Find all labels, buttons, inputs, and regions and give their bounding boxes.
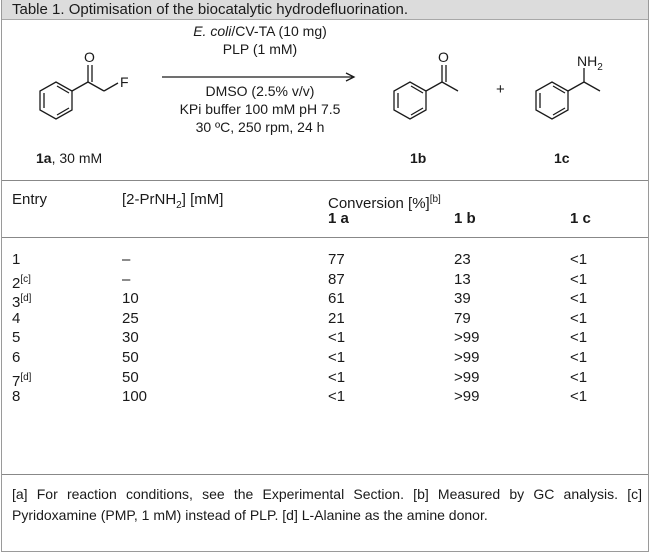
cell-amine: 50 — [122, 368, 139, 386]
cell-conversion-1c: <1 — [570, 270, 588, 288]
cell-conversion-1b: >99 — [454, 368, 480, 386]
cell-conversion-1c: <1 — [570, 349, 588, 366]
product1-label: 1b — [410, 150, 427, 166]
cell-conversion-1b: >99 — [454, 388, 480, 406]
product1-benzene-ring — [393, 81, 427, 120]
cell-entry: 6 — [12, 349, 21, 366]
cell-conversion-1a: <1 — [328, 388, 346, 406]
product2-amine-group: NH2 — [577, 53, 603, 73]
cell-entry: 5 — [12, 329, 21, 347]
condition-buffer: KPi buffer 100 mM pH 7.5 — [179, 101, 341, 117]
cell-entry: 2[c] — [12, 273, 31, 292]
product2-label: 1c — [554, 150, 570, 166]
header-col-1c: 1 c — [570, 210, 591, 227]
cell-amine: 100 — [122, 388, 148, 406]
cell-entry: 8 — [12, 388, 21, 406]
entry-footnote-mark: [d] — [20, 293, 32, 305]
cell-conversion-1c: <1 — [570, 290, 588, 308]
reactant-bond — [71, 81, 89, 92]
cell-amine: – — [122, 251, 131, 268]
cell-conversion-1c: <1 — [570, 388, 588, 406]
header-col-1a: 1 a — [328, 210, 349, 227]
product1-oxygen-atom: O — [438, 49, 449, 65]
header-conversion: Conversion [%][b] — [328, 194, 441, 212]
condition-catalyst-organism: E. coli — [193, 23, 232, 39]
cell-conversion-1c: <1 — [570, 368, 588, 386]
cell-entry: 4 — [12, 309, 21, 327]
cell-conversion-1b: 13 — [454, 270, 471, 288]
cell-conversion-1a: 87 — [328, 270, 345, 288]
condition-cofactor: PLP (1 mM) — [222, 41, 298, 57]
reaction-scheme: O F E. coli/CV-TA (10 mg) PLP (1 mM) DMS… — [2, 20, 648, 180]
rule-bottom — [2, 474, 648, 475]
reactant-benzene-ring — [39, 81, 73, 120]
cell-conversion-1c: <1 — [570, 309, 588, 327]
cell-conversion-1a: <1 — [328, 349, 346, 366]
rule-header — [2, 237, 648, 238]
cell-conversion-1b: 79 — [454, 309, 471, 327]
cell-amine: – — [122, 270, 131, 288]
header-amine-concentration: [2-PrNH2] [mM] — [122, 191, 224, 211]
plus-sign: + — [496, 81, 505, 98]
cell-entry: 3[d] — [12, 293, 32, 312]
cell-entry: 1 — [12, 251, 21, 268]
reaction-conditions-above: E. coli/CV-TA (10 mg) PLP (1 mM) — [150, 22, 370, 58]
entry-footnote-mark: [d] — [20, 371, 32, 383]
cell-conversion-1b: 23 — [454, 251, 471, 268]
cell-conversion-1a: 77 — [328, 251, 345, 268]
cell-conversion-1b: 39 — [454, 290, 471, 308]
cell-amine: 50 — [122, 349, 139, 366]
cell-conversion-1b: >99 — [454, 329, 480, 347]
cell-amine: 25 — [122, 309, 139, 327]
cell-conversion-1a: <1 — [328, 329, 346, 347]
cell-conversion-1a: 61 — [328, 290, 345, 308]
header-col-1b: 1 b — [454, 210, 476, 227]
cell-amine: 10 — [122, 290, 139, 308]
condition-catalyst: /CV-TA (10 mg) — [231, 23, 327, 39]
cell-amine: 30 — [122, 329, 139, 347]
reactant-fluorine-atom: F — [120, 74, 129, 90]
condition-cosolvent: DMSO (2.5% v/v) — [205, 83, 315, 99]
cell-entry: 7[d] — [12, 371, 32, 390]
entry-footnote-mark: [c] — [20, 273, 31, 285]
table-footnote: [a] For reaction conditions, see the Exp… — [12, 486, 642, 523]
reactant-label: 1a, 30 mM — [36, 150, 103, 166]
cell-conversion-1c: <1 — [570, 251, 588, 268]
cell-conversion-1c: <1 — [570, 329, 588, 347]
scheme-structures — [39, 65, 601, 120]
cell-conversion-1a: 21 — [328, 309, 345, 327]
reactant-oxygen-atom: O — [84, 49, 95, 65]
cell-conversion-1b: >99 — [454, 349, 480, 366]
header-entry: Entry — [12, 191, 48, 208]
cell-conversion-1a: <1 — [328, 368, 346, 386]
condition-temperature: 30 ºC, 250 rpm, 24 h — [195, 119, 325, 135]
product2-benzene-ring — [535, 81, 569, 120]
table-caption: Table 1. Optimisation of the biocatalyti… — [2, 0, 648, 20]
reaction-conditions-below: DMSO (2.5% v/v) KPi buffer 100 mM pH 7.5… — [150, 82, 370, 136]
rule-top — [2, 180, 648, 181]
